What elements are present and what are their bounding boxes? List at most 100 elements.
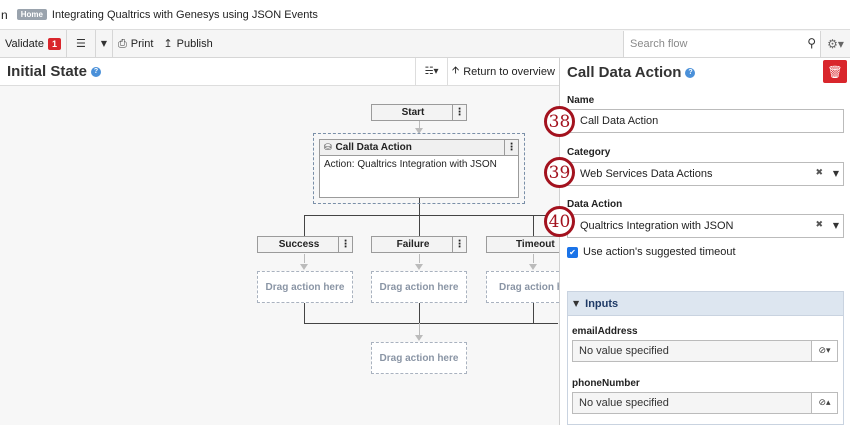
connector-line — [533, 303, 534, 323]
publish-button[interactable]: ↥ Publish — [158, 30, 217, 58]
connector-line — [533, 254, 534, 263]
kebab-icon[interactable]: ⋮ — [504, 140, 518, 155]
connector-line — [533, 215, 534, 236]
panel-title: Call Data Action ? — [567, 64, 696, 81]
drop-zone-timeout[interactable]: Drag action here — [486, 271, 559, 303]
no-value-icon[interactable]: ⊘▴ — [811, 393, 837, 413]
data-action-label: Data Action — [567, 199, 623, 210]
title-bar: n Home Integrating Qualtrics with Genesy… — [0, 0, 850, 30]
trash-icon: 🗑 — [827, 64, 843, 79]
upload-icon: ↥ — [163, 37, 173, 50]
clear-icon[interactable]: ✖ — [815, 168, 823, 178]
failure-node[interactable]: Failure ⋮ — [371, 236, 467, 253]
search-icon[interactable]: ⚲ — [807, 36, 816, 50]
chevron-down-icon: ▼ — [573, 299, 580, 308]
settings-button[interactable]: ⚙▾ — [820, 31, 850, 57]
drop-label: Drag action here — [379, 281, 459, 293]
kebab-icon[interactable]: ⋮ — [452, 105, 466, 120]
category-label: Category — [567, 147, 611, 158]
category-select[interactable]: Web Services Data Actions ✖ ▼ — [567, 162, 844, 186]
drop-label: Drag action here — [265, 281, 345, 293]
param-input[interactable]: No value specified ⊘▴ — [572, 392, 838, 414]
drop-zone-failure[interactable]: Drag action here — [371, 271, 467, 303]
gear-icon: ⚙▾ — [827, 37, 844, 51]
overview-label: Return to overview — [463, 65, 555, 78]
timeout-node[interactable]: Timeout — [486, 236, 559, 253]
database-icon: ⛁ — [324, 142, 332, 153]
timeout-checkbox-row: ✔ Use action's suggested timeout — [567, 246, 736, 258]
chevron-down-icon[interactable]: ▼ — [832, 169, 839, 178]
outline-button[interactable]: ☰ — [67, 29, 96, 58]
name-label: Name — [567, 95, 595, 106]
action-node-header: ⛁ Call Data Action ⋮ — [320, 140, 518, 156]
drop-zone-success[interactable]: Drag action here — [257, 271, 353, 303]
page-title: Initial State — [7, 63, 88, 80]
param-input[interactable]: No value specified ⊘▾ — [572, 340, 838, 362]
no-value-icon[interactable]: ⊘▾ — [811, 341, 837, 361]
start-node[interactable]: Start ⋮ — [371, 104, 467, 121]
connector-line — [419, 323, 420, 335]
flow-title: Integrating Qualtrics with Genesys using… — [51, 8, 318, 21]
callout-40: 40 — [544, 206, 575, 237]
title-lead: n — [1, 7, 8, 22]
success-node[interactable]: Success ⋮ — [257, 236, 353, 253]
chevron-down-icon[interactable]: ▼ — [832, 221, 839, 230]
clear-icon[interactable]: ✖ — [815, 220, 823, 230]
inputs-title: Inputs — [585, 297, 619, 310]
list-icon: ☰ — [75, 37, 86, 50]
param-value: No value specified — [579, 345, 669, 357]
panel-title-text: Call Data Action — [567, 64, 682, 81]
delete-button[interactable]: 🗑 — [823, 60, 847, 83]
param-value: No value specified — [579, 397, 669, 409]
home-badge[interactable]: Home — [16, 9, 47, 20]
timeout-label: Timeout — [516, 239, 555, 250]
failure-label: Failure — [396, 239, 430, 250]
validate-label: Validate — [5, 37, 44, 50]
panel-divider[interactable] — [559, 58, 560, 425]
data-action-value: Qualtrics Integration with JSON — [580, 220, 734, 232]
inputs-section: ▼ Inputs emailAddress No value specified… — [567, 291, 844, 425]
connector-arrow — [415, 128, 423, 134]
validate-count-badge: 1 — [47, 37, 61, 50]
drop-zone-after[interactable]: Drag action here — [371, 342, 467, 374]
timeout-checkbox[interactable]: ✔ — [567, 246, 578, 258]
inputs-header[interactable]: ▼ Inputs — [568, 292, 843, 316]
name-field[interactable]: Call Data Action — [567, 109, 844, 133]
hierarchy-button[interactable]: ☵▾ — [415, 58, 447, 85]
validate-button[interactable]: Validate 1 — [0, 29, 67, 58]
data-action-select[interactable]: Qualtrics Integration with JSON ✖ ▼ — [567, 214, 844, 238]
timeout-checkbox-label: Use action's suggested timeout — [583, 246, 736, 258]
action-node-body: Action: Qualtrics Integration with JSON — [324, 159, 497, 170]
chevron-down-icon: ▼ — [100, 39, 107, 48]
help-icon[interactable]: ? — [685, 67, 696, 78]
printer-icon: ⎙ — [117, 36, 127, 50]
more-menu-button[interactable]: ▼ — [96, 29, 113, 58]
selected-action-outline — [313, 133, 525, 204]
print-button[interactable]: ⎙ Print — [113, 30, 158, 58]
category-value: Web Services Data Actions — [580, 168, 713, 180]
connector-line — [304, 303, 305, 323]
callout-38: 38 — [544, 106, 575, 137]
properties-panel: Call Data Action ? 🗑 Name Call Data Acti… — [560, 58, 850, 425]
start-label: Start — [401, 107, 425, 118]
state-header: Initial State ? ☵▾ 🡩 Return to overview — [0, 58, 559, 86]
connector-arrow — [529, 264, 537, 270]
kebab-icon[interactable]: ⋮ — [452, 237, 466, 252]
hierarchy-icon: ☵▾ — [424, 66, 439, 77]
param-label: phoneNumber — [572, 378, 640, 389]
connector-line — [304, 215, 558, 216]
help-icon[interactable]: ? — [91, 66, 102, 77]
connector-arrow — [415, 264, 423, 270]
return-to-overview-button[interactable]: 🡩 Return to overview — [447, 58, 559, 85]
connector-line — [419, 254, 420, 263]
call-data-action-node[interactable]: ⛁ Call Data Action ⋮ Action: Qualtrics I… — [319, 139, 519, 198]
connector-arrow — [415, 335, 423, 341]
success-label: Success — [278, 239, 320, 250]
drop-label: Drag action here — [499, 281, 559, 293]
connector-line — [419, 303, 420, 323]
connector-arrow — [300, 264, 308, 270]
kebab-icon[interactable]: ⋮ — [338, 237, 352, 252]
connector-line — [304, 323, 558, 324]
connector-line — [304, 254, 305, 263]
search-input[interactable] — [624, 38, 799, 50]
